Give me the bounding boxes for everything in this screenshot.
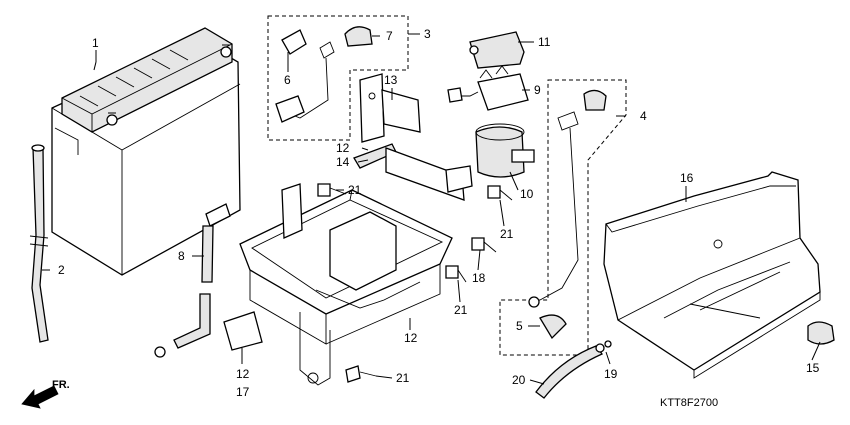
callout-19: 19 <box>604 367 618 381</box>
hose-clip <box>595 340 612 353</box>
leader-lines <box>42 33 821 385</box>
callout-21-d: 21 <box>396 371 410 385</box>
callout-3: 3 <box>424 27 431 41</box>
bolt-21-c <box>445 265 467 283</box>
front-label: FR. <box>52 379 70 391</box>
callout-21-a: 21 <box>348 183 362 197</box>
callout-12-bottom: 12 <box>236 367 250 381</box>
cable-group-box <box>267 15 409 141</box>
cable-group-4 <box>499 79 627 356</box>
callout-8: 8 <box>178 249 185 263</box>
battery-tray <box>239 147 473 386</box>
callout-21-c: 21 <box>454 303 468 317</box>
callout-16: 16 <box>680 171 694 185</box>
callout-18: 18 <box>472 271 486 285</box>
battery-cover <box>603 171 821 379</box>
callout-10: 10 <box>520 187 534 201</box>
front-direction-arrow: FR. <box>21 379 70 409</box>
callout-1: 1 <box>92 36 99 50</box>
callout-7: 7 <box>386 29 393 43</box>
bolt-21-a <box>317 183 347 197</box>
callout-9: 9 <box>534 83 541 97</box>
callout-13: 13 <box>384 73 398 87</box>
bolt-18 <box>471 237 497 253</box>
ground-cable <box>154 203 263 358</box>
bolt-21-d <box>345 365 377 383</box>
callout-21-b: 21 <box>500 227 514 241</box>
battery <box>51 27 241 276</box>
callout-5: 5 <box>516 319 523 333</box>
callout-6: 6 <box>284 73 291 87</box>
callout-14: 14 <box>336 155 350 169</box>
callout-11: 11 <box>538 35 551 49</box>
callout-12-top: 12 <box>336 141 350 155</box>
bolt-21-b <box>487 185 513 201</box>
callout-12-tray: 12 <box>404 331 418 345</box>
figure-code: KTT8F2700 <box>660 397 718 409</box>
callout-20: 20 <box>512 373 526 387</box>
breather-tube <box>29 144 49 343</box>
grommet <box>807 321 835 345</box>
drain-hose <box>535 345 604 399</box>
starter-relay <box>447 31 535 178</box>
callout-15: 15 <box>806 361 820 375</box>
callout-2: 2 <box>58 263 65 277</box>
callout-17: 17 <box>236 385 250 399</box>
callout-4: 4 <box>640 109 647 123</box>
